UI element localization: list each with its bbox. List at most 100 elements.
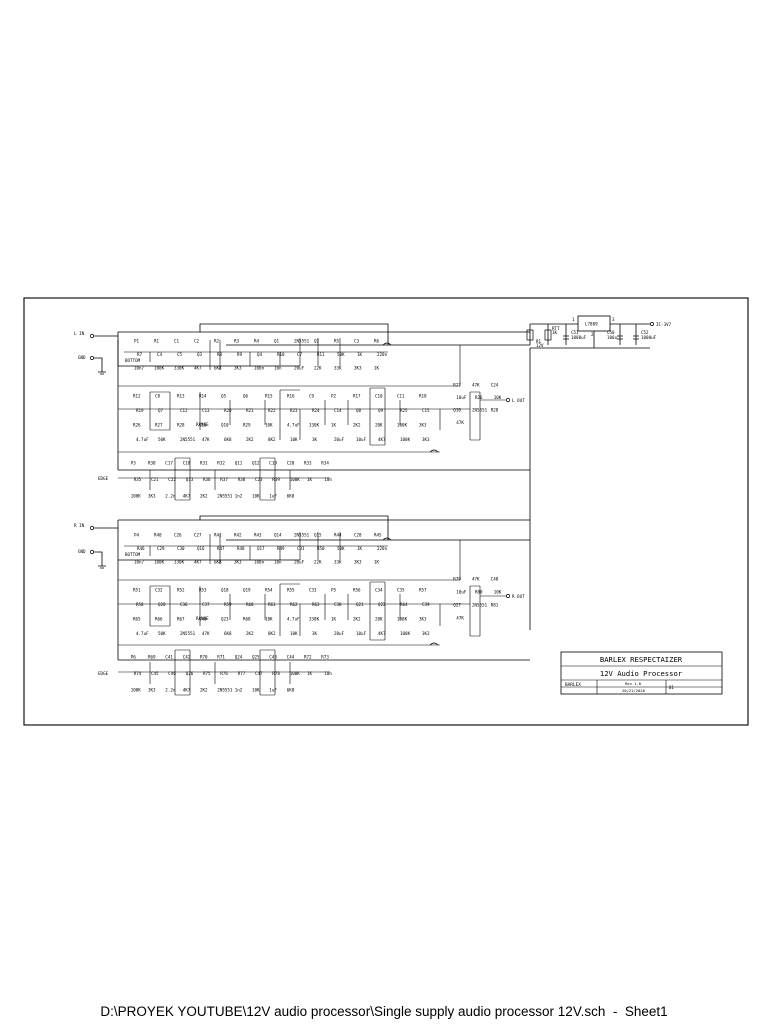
- component-label: Q20: [158, 602, 166, 607]
- component-label: 47K: [456, 616, 464, 621]
- component-label: 100K: [131, 688, 142, 693]
- component-label: C34: [375, 587, 383, 592]
- reg-label: C50: [607, 330, 615, 335]
- component-label: 2N5551: [294, 339, 310, 344]
- reg-label: C52: [641, 330, 649, 335]
- component-label: R30: [148, 460, 156, 465]
- component-label: R49: [277, 546, 285, 551]
- component-label: R29: [243, 422, 251, 427]
- component-label: 33K: [334, 365, 342, 370]
- reg-label: 1000uF: [571, 335, 587, 340]
- component-label: Q7: [158, 408, 164, 413]
- gnd-port: [90, 356, 94, 360]
- component-label: C31: [297, 546, 305, 551]
- regulator-part: L7809: [585, 322, 598, 327]
- component-label: Q21: [356, 602, 364, 607]
- component-label: 10K: [265, 616, 273, 621]
- component-label: R41: [214, 533, 222, 538]
- author: BARLEX: [565, 682, 581, 688]
- component-label: R50: [317, 546, 325, 551]
- component-label: 47K: [202, 631, 210, 636]
- component-label: Q25: [252, 654, 260, 659]
- component-label: R60: [246, 602, 254, 607]
- component-label: R57: [419, 587, 427, 592]
- component-label: R16: [287, 393, 295, 398]
- component-label: C7: [297, 352, 303, 357]
- revision: Rev 1.0: [625, 681, 642, 686]
- component-label: 10uF: [456, 590, 467, 595]
- component-label: R10: [277, 352, 285, 357]
- component-label: 10uF: [456, 395, 467, 400]
- component-label: C28: [354, 533, 362, 538]
- component-label: R5: [334, 339, 340, 344]
- reg-label: R1: [536, 339, 542, 344]
- component-label: R37: [220, 477, 228, 482]
- component-label: P5: [331, 587, 337, 592]
- component-label: 3K: [312, 437, 318, 442]
- component-label: C39: [422, 602, 430, 607]
- component-label: 2.2n: [165, 688, 176, 693]
- component-label: 10n: [324, 477, 332, 482]
- component-label: 4K7: [183, 688, 191, 693]
- component-label: 100K: [154, 559, 165, 564]
- component-label: R72: [304, 654, 312, 659]
- component-label: C27: [194, 533, 202, 538]
- component-label: R21: [246, 408, 254, 413]
- component-label: Q8: [356, 408, 362, 413]
- range-label: RANGE: [196, 422, 209, 427]
- component-label: Q2: [314, 339, 320, 344]
- component-label: C17: [165, 460, 173, 465]
- component-label: C12: [180, 408, 188, 413]
- component-label: R58: [136, 602, 144, 607]
- component-label: R79: [453, 577, 461, 582]
- component-label: R39: [272, 477, 280, 482]
- component-label: Q15: [314, 533, 322, 538]
- component-label: R51: [133, 587, 141, 592]
- left-out-port: [506, 398, 510, 402]
- component-label: R11: [317, 352, 325, 357]
- component-label: 47K: [456, 420, 464, 425]
- component-label: 2K2: [353, 616, 361, 621]
- reg-label: 1000uF: [641, 335, 657, 340]
- component-label: 10K: [290, 437, 298, 442]
- component-label: 330K: [309, 616, 320, 621]
- component-label: R69: [148, 654, 156, 659]
- component-label: Q13: [186, 477, 194, 482]
- component-label: R59: [224, 602, 232, 607]
- component-label: R23: [290, 408, 298, 413]
- component-label: C19: [269, 460, 277, 465]
- reg-label: 2: [591, 332, 594, 337]
- left-in-port: [90, 334, 94, 338]
- component-label: 4K7: [194, 559, 202, 564]
- component-label: R71: [217, 654, 225, 659]
- component-label: 100n: [254, 559, 265, 564]
- component-label: 20K: [375, 422, 383, 427]
- component-label: 1uF: [269, 688, 277, 693]
- component-label: Q23: [221, 616, 229, 621]
- component-label: C22: [168, 477, 176, 482]
- reg-label: 1K: [552, 330, 558, 335]
- component-label: C16: [199, 422, 207, 427]
- component-label: R63: [312, 602, 320, 607]
- component-label: C44: [287, 654, 295, 659]
- component-label: 1n2: [235, 494, 243, 499]
- component-label: P4: [134, 533, 140, 538]
- component-label: 4K7: [378, 437, 386, 442]
- footer: D:\PROYEK YOUTUBE\12V audio processor\Si…: [0, 1004, 768, 1019]
- component-label: R34: [321, 460, 329, 465]
- component-label: R4: [254, 339, 260, 344]
- right-out-port: [506, 594, 510, 598]
- component-label: C5: [177, 352, 183, 357]
- component-label: C48: [491, 577, 499, 582]
- gnd-label: GND: [78, 549, 86, 554]
- component-label: C8: [155, 393, 161, 398]
- component-label: C20: [287, 460, 295, 465]
- component-label: R54: [265, 587, 273, 592]
- reg-label: 3: [612, 317, 615, 322]
- left-in-label: L IN: [74, 331, 85, 336]
- component-label: R67: [177, 616, 185, 621]
- date: 20/21/2020: [622, 688, 646, 693]
- component-label: 1K: [331, 422, 337, 427]
- component-label: 220n: [377, 546, 388, 551]
- component-label: C15: [422, 408, 430, 413]
